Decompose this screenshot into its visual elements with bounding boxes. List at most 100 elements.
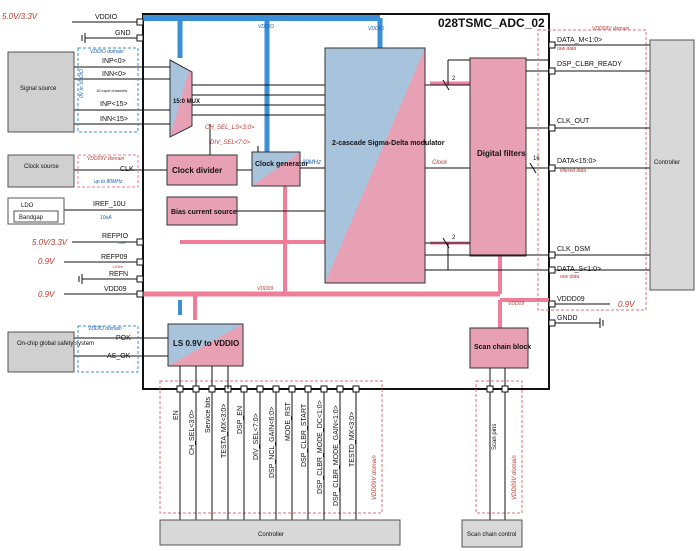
mux [169, 59, 193, 138]
rail-vddio-label: VDDIO [258, 24, 274, 30]
rail-vdd09-label-2: VDD09 [508, 301, 524, 307]
pin-vddd09: VDDD09 [557, 296, 585, 303]
signal-source-label: Signal source [20, 86, 57, 92]
pin-vdd09: VDD09 [104, 286, 127, 293]
safety-system-label: On-chip global safety system [17, 341, 94, 347]
bandgap-label: Bandgap [19, 215, 44, 221]
scan-domain-note: VDD09V domain [512, 455, 518, 500]
vdd09-domain-box-bottom [159, 380, 383, 514]
pin-box-data-m [548, 41, 556, 49]
supply-5v-top: 5.0V/3.3V [2, 12, 38, 21]
pin-box-vddd09 [548, 300, 556, 308]
rail-vdd09-label: VDD09 [257, 286, 273, 292]
clock-generator [251, 151, 301, 187]
iref-note: 10uA [100, 215, 112, 221]
right-domain-note: VDD09V domain [592, 26, 629, 32]
pin-gndd: GNDD [557, 315, 578, 322]
bus-tick-1 [442, 79, 450, 91]
mux-label: 15:0 MUX [173, 99, 200, 105]
pin-en: EN [173, 410, 180, 420]
filtered-data-note: filtered data [560, 168, 586, 174]
digital-filters [469, 57, 527, 257]
supply-09v-core: 0.9V [38, 290, 55, 299]
ch-sel-label: CH_SEL_LS<3:0> [205, 125, 255, 131]
level-shifter-label: LS 0.9V to VDDIO [173, 339, 239, 348]
pin-refn: REFN [109, 271, 128, 278]
vdd09-domain-box-scan [475, 380, 523, 514]
div-sel-label: DIV_SEL<7:0> [210, 140, 251, 146]
pin-inp0: INP<0> [102, 58, 126, 65]
mux-channels-note: 16 input channels [96, 88, 127, 93]
pin-box-vdd09 [136, 290, 144, 298]
modulator-label: 2-cascade Sigma-Delta modulator [332, 140, 445, 147]
right-wires [549, 44, 650, 328]
pin-inp15: INP<15> [100, 101, 128, 108]
controller-bottom-label: Controller [258, 532, 284, 538]
controller-bottom [159, 519, 401, 546]
scan-chain-block-label: Scan chain block [474, 344, 531, 351]
safety-system [7, 331, 75, 373]
pin-inn15: INN<15> [100, 116, 128, 123]
bus-16-label: 16 [533, 156, 540, 162]
scan-pins-label: Scan pins [492, 424, 498, 450]
rail-vddio-label-2: VDDIO [368, 26, 384, 32]
pin-service-bits: Service bits [205, 396, 212, 433]
clock-source-label: Clock source [24, 164, 59, 170]
digital-filters-label: Digital filters [477, 149, 526, 158]
bus-tick-16 [529, 162, 537, 174]
clock-source [7, 154, 75, 188]
bias-current-label: Bias current source [171, 209, 237, 216]
pin-box-gndd [548, 319, 556, 327]
pin-div-sel: DIV_SEL<7:0> [253, 413, 260, 460]
pin-testa-mx: TESTA_MX<3:0> [221, 404, 228, 458]
bus-2b-label: 2 [452, 235, 456, 241]
scan-chain-control [461, 519, 523, 548]
pin-dsp-ncl-gain: DSP_NCL_GAIN<6:0> [269, 407, 276, 478]
pin-ch-sel: CH_SEL<3:0> [189, 410, 196, 455]
refn-note: <20ks [112, 264, 123, 269]
pin-mode-rst: MODE_RST [285, 401, 292, 441]
supply-5v-mid: 5.0V/3.3V [32, 238, 68, 247]
vddio-domain-note-inputs: VDDIO domain [90, 49, 124, 55]
pin-refpio: REFPIO [102, 233, 129, 240]
pin-dsp-clbr-mode-gain: DSP_CLBR_MODE_GAIN<1:0> [333, 405, 340, 506]
bus-tick-2 [442, 237, 450, 249]
scan-chain-control-label: Scan chain control [467, 532, 516, 538]
pin-box-clk-dsm [548, 251, 556, 259]
pin-box-refp09 [136, 258, 144, 266]
bandgap-box [13, 210, 59, 223]
pin-vddio: VDDIO [95, 14, 118, 21]
pin-dsp-clbr-start: DSP_CLBR_START [301, 403, 308, 467]
pin-box-refn [136, 275, 144, 283]
raw-data-note-2: raw data [560, 274, 579, 280]
controller-right-label: Controller [654, 160, 680, 166]
bus-2-label: 2 [452, 76, 456, 82]
pin-box-gnd [136, 34, 144, 42]
pin-dsp-en: DSP_EN [237, 406, 244, 434]
pin-box-data [548, 164, 556, 172]
signal-source [7, 51, 75, 133]
level-shifter [167, 323, 244, 367]
pin-iref: IREF_10U [93, 201, 126, 208]
vddio-domain-box-safety [77, 325, 139, 373]
bottom-domain-note: VDD09V domain [372, 455, 378, 500]
sigma-delta-modulator [324, 47, 426, 284]
pin-box-data-s [548, 266, 556, 274]
clock-sig-label: Clock [432, 160, 448, 166]
pin-testd-mx: TESTD_MX<3:0> [349, 412, 356, 467]
vddio-domain-note-safety: VDDIO domain [88, 326, 122, 332]
pin-data-m: DATA_M<1:0> [557, 37, 602, 44]
vdd09-domain-box-clk [77, 154, 139, 188]
pin-box-vddio [136, 18, 144, 26]
vddio-domain-box-inputs [77, 47, 139, 133]
clock-freq-note: up to 80MHz [94, 179, 123, 185]
inputs-range-note: 0V to VDDIO [79, 69, 85, 98]
pin-box-refpio [136, 238, 144, 246]
pin-box-ready [548, 67, 556, 75]
chip-title: 028TSMC_ADC_02 [438, 16, 545, 30]
clk-domain-note: VDD09V domain [87, 156, 124, 162]
vdd09-domain-box-right [537, 29, 647, 311]
left-wires [64, 21, 170, 357]
clk-30mhz-label: 30MHz [302, 160, 321, 166]
